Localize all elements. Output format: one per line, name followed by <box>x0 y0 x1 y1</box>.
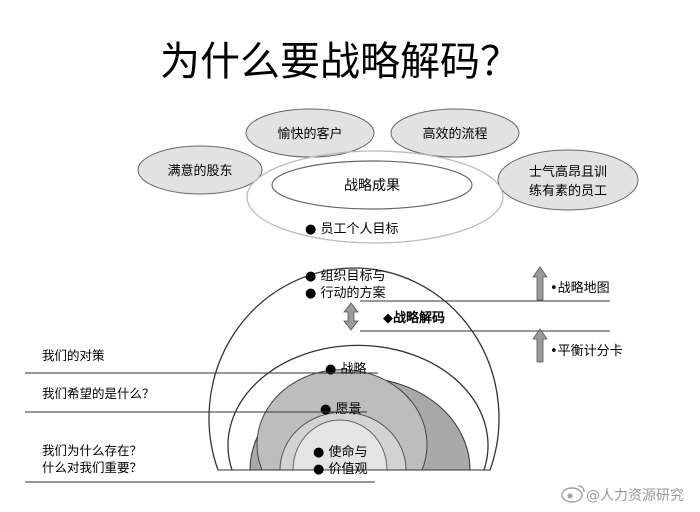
outcome-rings: 战略成果 <box>246 150 504 244</box>
left-label-why-exist-2: 什么对我们重要？ <box>42 460 142 475</box>
left-label-what-we-want: 我们希望的是什么？ <box>42 386 155 401</box>
oval-staff-label-1: 士气高昂且训 <box>529 164 607 180</box>
left-label-why-exist-1: 我们为什么存在？ <box>42 443 142 458</box>
mission-label-2: ● 价值观 <box>313 461 367 477</box>
oval-shareholders: 满意的股东 <box>137 145 263 195</box>
weibo-icon <box>561 485 585 503</box>
oval-customers: 愉快的客户 <box>245 108 375 158</box>
oval-customers-label: 愉快的客户 <box>277 126 342 142</box>
outcome-label: 战略成果 <box>344 178 400 194</box>
vision-label: ● 愿景 <box>320 402 361 417</box>
strategy-map-label: •战略地图 <box>550 280 610 296</box>
org-goals-label-2: ● 行动的方案 <box>305 285 385 301</box>
mission-label-1: ● 使命与 <box>313 444 367 460</box>
nested-circles <box>208 267 500 471</box>
oval-staff: 士气高昂且训 练有素的员工 <box>497 149 639 211</box>
decoding-label: ◆战略解码 <box>383 310 445 326</box>
oval-shareholders-label: 满意的股东 <box>167 163 232 179</box>
up-arrow-icon <box>532 328 548 363</box>
oval-process: 高效的流程 <box>390 108 520 158</box>
personal-goals-label: ● 员工个人目标 <box>305 222 398 237</box>
double-arrow-icon <box>343 302 359 331</box>
watermark-text: @人力资源研究 <box>586 488 684 504</box>
oval-process-label: 高效的流程 <box>422 126 487 142</box>
strategy-label: ● 战略 <box>325 361 366 377</box>
watermark: @人力资源研究 <box>561 485 684 504</box>
org-goals-label-1: ● 组织目标与 <box>305 269 385 284</box>
oval-staff-label-2: 练有素的员工 <box>529 183 607 199</box>
balanced-scorecard-label: •平衡计分卡 <box>550 344 623 359</box>
up-arrow-icon <box>532 266 548 301</box>
page-title: 为什么要战略解码？ <box>160 39 520 85</box>
left-label-our-strategy: 我们的对策 <box>42 348 105 363</box>
